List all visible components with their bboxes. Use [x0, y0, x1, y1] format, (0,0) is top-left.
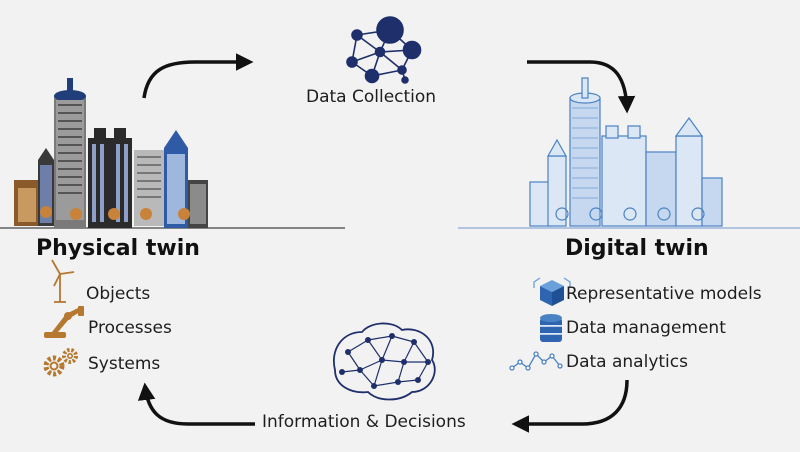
information-decisions-label: Information & Decisions: [262, 412, 466, 432]
physical-item-systems: Systems: [88, 354, 161, 374]
network-icon: [346, 16, 422, 84]
gears-icon: [43, 348, 78, 377]
robot-arm-icon: [44, 306, 84, 338]
arrow-collection-to-digital: [527, 60, 636, 114]
arrow-digital-to-decisions: [511, 379, 629, 433]
digital-item-data-management: Data management: [566, 318, 726, 338]
brain-network-icon: [333, 322, 436, 401]
digital-item-data-analytics: Data analytics: [566, 352, 688, 372]
line-graph-icon: [509, 351, 563, 371]
wind-turbine-icon: [51, 259, 75, 303]
data-collection-label: Data Collection: [306, 87, 437, 107]
arrow-decisions-to-physical: [137, 382, 255, 426]
database-icon: [540, 314, 562, 342]
physical-twin-title: Physical twin: [36, 236, 200, 261]
digital-city-skyline: [529, 77, 723, 227]
physical-city-skyline: [14, 78, 208, 228]
physical-item-objects: Objects: [86, 284, 151, 304]
digital-twin-title: Digital twin: [565, 236, 709, 261]
digital-item-representative-models: Representative models: [566, 284, 762, 304]
physical-item-processes: Processes: [88, 318, 172, 338]
arrow-physical-to-collection: [142, 53, 254, 99]
cube-icon: [533, 277, 571, 306]
